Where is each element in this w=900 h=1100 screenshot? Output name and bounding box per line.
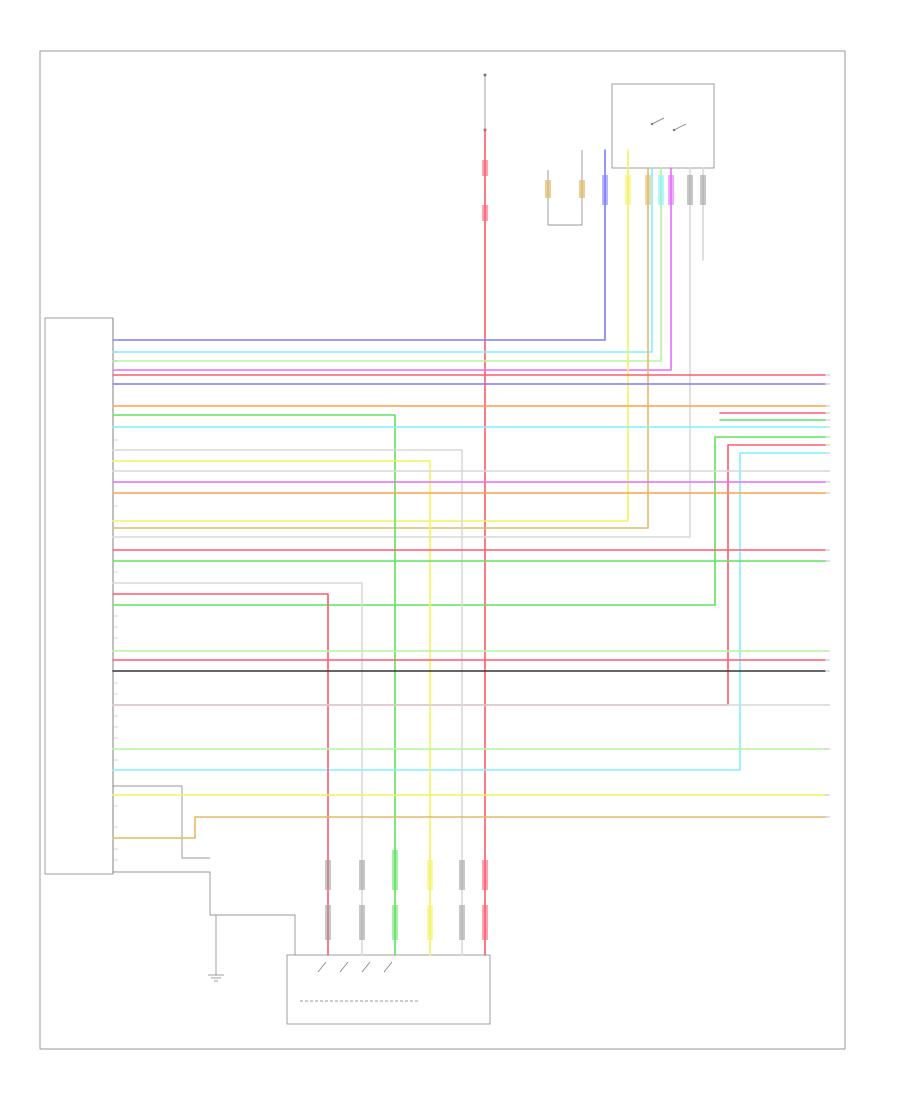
wire xyxy=(112,149,606,341)
wire xyxy=(112,436,826,606)
wire xyxy=(112,167,662,362)
wire xyxy=(112,449,463,956)
wire xyxy=(112,167,672,371)
switch-assembly-top xyxy=(611,83,715,169)
right-terminals xyxy=(825,374,830,818)
wire xyxy=(112,444,826,706)
connector-icon xyxy=(482,160,706,221)
wire xyxy=(112,414,396,956)
connector-icon xyxy=(325,850,488,940)
wire xyxy=(112,149,629,522)
fuse-feed xyxy=(483,73,487,132)
jumper-loop xyxy=(547,150,583,226)
wire xyxy=(112,582,363,956)
wire xyxy=(112,452,826,771)
diagram-frame xyxy=(39,50,846,1050)
wire xyxy=(112,167,691,538)
wire xyxy=(112,460,431,956)
control-module xyxy=(44,317,114,875)
switch-icon xyxy=(650,117,687,132)
wire xyxy=(112,816,826,839)
wire xyxy=(112,593,329,956)
module-pins xyxy=(113,339,118,861)
switch-icon xyxy=(300,961,420,1002)
ground-icon xyxy=(208,915,224,982)
wire xyxy=(112,167,649,529)
switch-assembly-bottom xyxy=(286,954,491,1025)
wire xyxy=(112,167,653,353)
